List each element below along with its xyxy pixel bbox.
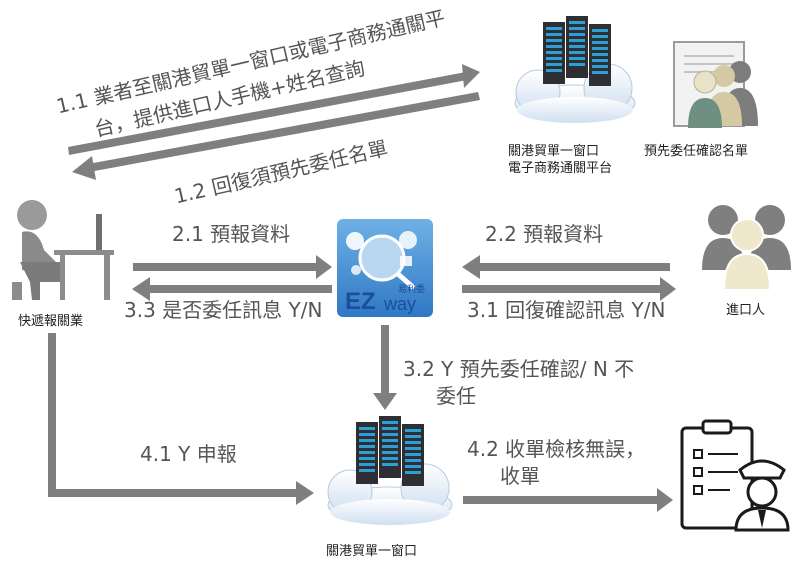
step-3-3: 3.3 是否委任訊息 Y/N <box>124 298 323 322</box>
importer-group-icon <box>702 205 791 291</box>
arrow-2-1 <box>133 255 332 279</box>
logo-ez: EZ <box>345 288 376 315</box>
arrow-3-1 <box>462 277 676 301</box>
platform-label-line1: 關港貿單一窗口 <box>508 144 600 159</box>
step-4-2-line1: 4.2 收單檢核無誤， <box>467 437 646 461</box>
ezway-app-icon: EZ way 易利委 <box>337 219 433 317</box>
step-2-1: 2.1 預報資料 <box>172 222 291 246</box>
cloud-server-platform-icon <box>514 16 636 123</box>
step-4-2-line2: 收單 <box>500 464 540 488</box>
arrow-1-1 <box>68 64 480 155</box>
logo-sub: 易利委 <box>398 283 425 295</box>
arrow-3-3 <box>132 277 332 301</box>
step-2-2: 2.2 預報資料 <box>485 222 604 246</box>
step-3-2-line1: 3.2 Y 預先委任確認/ N 不 <box>403 357 635 381</box>
single-window-label: 關港貿單一窗口 <box>326 544 418 559</box>
importer-label: 進口人 <box>726 303 766 318</box>
list-label: 預先委任確認名單 <box>644 144 749 159</box>
step-3-1: 3.1 回復確認訊息 Y/N <box>467 298 666 322</box>
arrow-2-2 <box>462 255 670 279</box>
arrow-4-2 <box>463 488 673 512</box>
cloud-server-single-window-icon <box>327 416 453 525</box>
step-3-2-line2: 委任 <box>436 384 476 408</box>
name-list-icon <box>673 41 758 128</box>
logo-way: way <box>383 294 416 314</box>
step-4-1: 4.1 Y 申報 <box>140 442 237 466</box>
platform-label-line2: 電子商務通關平台 <box>508 161 613 176</box>
broker-label: 快遞報關業 <box>18 314 84 329</box>
broker-person-icon <box>12 200 114 300</box>
customs-officer-icon <box>680 419 790 532</box>
arrow-3-2 <box>373 325 397 410</box>
arrow-1-2 <box>72 92 480 180</box>
arrow-4-1 <box>48 333 314 505</box>
